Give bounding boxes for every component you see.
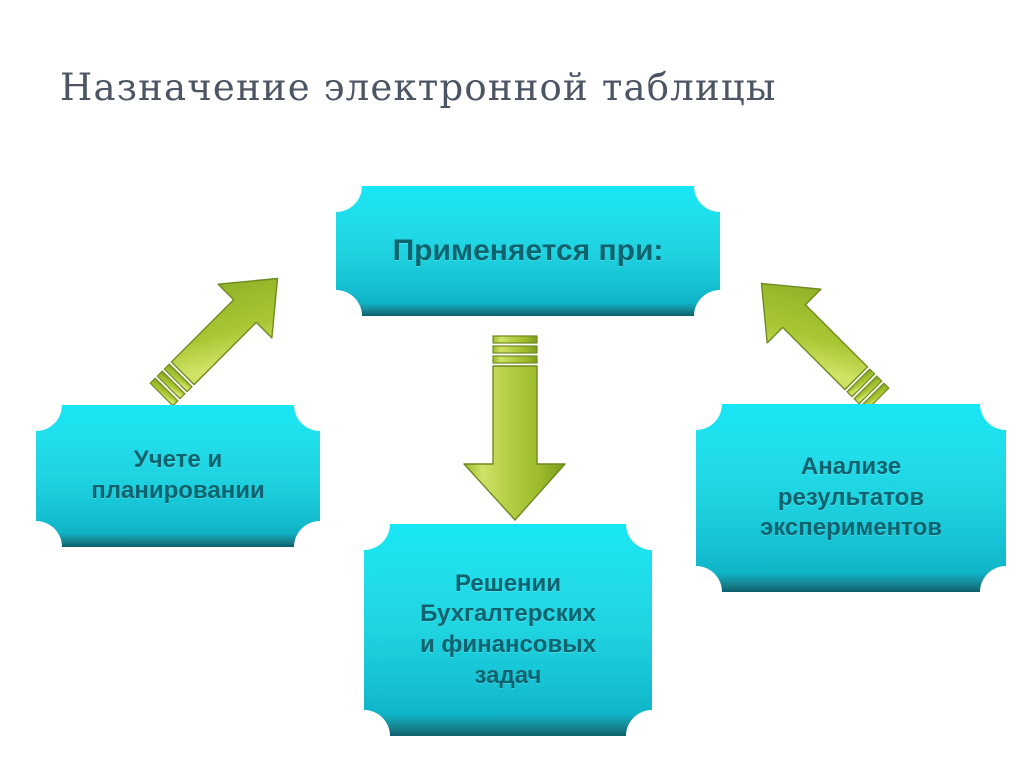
- arrow-down-left-icon: [138, 248, 318, 408]
- flow-node-root[interactable]: Применяется при:: [336, 186, 720, 316]
- page-title: Назначение электронной таблицы: [60, 66, 777, 109]
- arrow-down-right-icon: [722, 252, 900, 414]
- arrow-down-icon: [448, 334, 580, 526]
- flow-node-root-label: Применяется при:: [392, 233, 664, 267]
